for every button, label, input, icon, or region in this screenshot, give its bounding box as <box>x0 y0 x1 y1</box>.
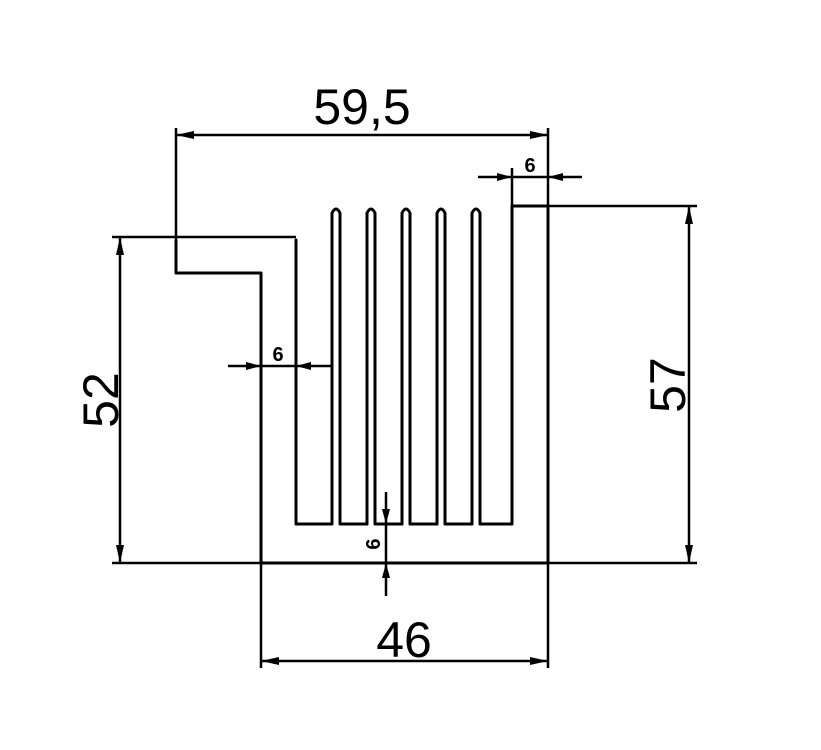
fin-3 <box>400 207 439 526</box>
dimension-label-left-wall: 6 <box>272 344 283 366</box>
profile-outline <box>174 204 550 565</box>
dimension-label-bottom: 46 <box>376 612 432 668</box>
fin-1 <box>294 207 369 526</box>
dimension-base-thickness: 6 <box>363 492 390 596</box>
dimension-label-right: 57 <box>640 357 696 413</box>
dimension-top-right-wall: 6 <box>478 155 582 206</box>
dimension-label-base: 6 <box>363 538 385 549</box>
fin-2 <box>365 207 404 526</box>
dimension-left-wall: 6 <box>228 344 332 370</box>
fin-4 <box>435 207 474 526</box>
dimension-left-height: 52 <box>73 235 296 565</box>
dimension-bottom-width: 46 <box>259 563 550 668</box>
dimension-label-left: 52 <box>73 372 129 428</box>
dimension-label-top: 59,5 <box>313 79 410 135</box>
dimension-top-width: 59,5 <box>174 79 550 240</box>
fin-5 <box>470 207 514 526</box>
dimension-right-height: 57 <box>548 204 697 565</box>
dimension-label-top-right: 6 <box>524 155 535 177</box>
fins <box>294 207 514 526</box>
